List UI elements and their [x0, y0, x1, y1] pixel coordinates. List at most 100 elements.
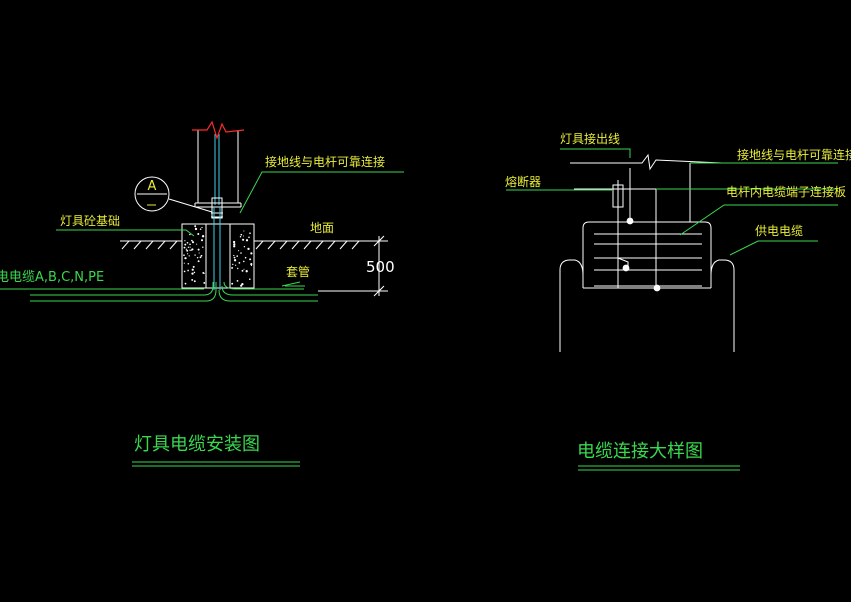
note-grounding-right: 接地线与电杆可靠连接 [737, 147, 851, 162]
concrete-stipple-dot [239, 235, 242, 238]
concrete-stipple-dot [238, 250, 240, 252]
concrete-stipple-dot [245, 270, 248, 273]
concrete-stipple-dot [243, 260, 245, 263]
concrete-stipple-dot [237, 267, 239, 270]
ground-hatch-mark [255, 240, 264, 250]
concrete-stipple-dot [194, 225, 197, 228]
concrete-stipple-dot [240, 233, 243, 236]
concrete-stipple-dot [238, 262, 241, 264]
concrete-stipple-dot [190, 249, 192, 251]
ground-hatch-mark [279, 240, 288, 250]
ground-line [120, 240, 362, 250]
concrete-stipple-dot [183, 246, 186, 249]
concrete-stipple-dot [249, 278, 251, 280]
concrete-stipple-dot [203, 281, 206, 284]
concrete-stipple-dot [200, 239, 204, 242]
ground-hatch-mark [315, 240, 324, 250]
concrete-stipple-dot [198, 252, 200, 254]
concrete-stipple-dot [250, 264, 253, 267]
concrete-stipple-dot [243, 268, 245, 270]
concrete-stipple-dot [196, 256, 199, 259]
concrete-stipple-dot [197, 232, 200, 236]
leader-lines [56, 171, 404, 287]
depth-dimension-text: 500 [366, 258, 395, 276]
concrete-stipple-dot [250, 252, 253, 255]
concrete-stipple-dot [189, 243, 191, 246]
left-title: 灯具电缆安装图 [134, 434, 260, 455]
concrete-stipple-dot [235, 264, 237, 266]
note-supply: 供电电缆 [755, 224, 803, 238]
concrete-foundation [181, 207, 255, 290]
concrete-stipple-dot [191, 278, 194, 281]
concrete-stipple-dot [241, 282, 244, 286]
concrete-stipple-dot [247, 247, 250, 251]
concrete-stipple-dot [191, 239, 193, 242]
ground-hatch-mark [291, 240, 300, 250]
concrete-stipple-dot [233, 256, 236, 259]
concrete-stipple-dot [233, 254, 235, 257]
concrete-stipple-dot [183, 262, 185, 264]
note-ground: 地面 [310, 221, 334, 235]
concrete-stipple-dot [188, 255, 190, 257]
ground-hatch-mark [339, 240, 348, 250]
ground-hatch-mark [303, 240, 312, 250]
ground-hatch-mark [121, 240, 130, 250]
concrete-stipple-dot [243, 246, 246, 248]
note-foundation: 灯具砼基础 [60, 214, 120, 228]
concrete-stipple-dot [192, 265, 195, 268]
concrete-stipple-dot [231, 266, 234, 269]
ground-hatch-mark [169, 240, 178, 250]
concrete-stipple-dot [199, 228, 202, 230]
concrete-stipple-dot [184, 240, 186, 242]
concrete-stipple-dot [201, 226, 203, 229]
concrete-stipple-dot [243, 230, 245, 232]
concrete-stipple-dot [187, 246, 190, 248]
concrete-stipple-dot [187, 269, 189, 272]
concrete-stipple-dot [185, 257, 187, 259]
section-marker-letter: A [148, 179, 157, 194]
pole-base-flange [194, 197, 242, 219]
concrete-stipple-dot [249, 258, 252, 261]
concrete-stipple-dot [191, 248, 194, 251]
concrete-stipple-dot [186, 241, 189, 244]
concrete-stipple-dot [250, 263, 253, 266]
concrete-stipple-dot [241, 269, 244, 272]
concrete-stipple-dot [196, 243, 198, 245]
concrete-stipple-dot [191, 241, 195, 244]
concrete-stipple-dot [197, 248, 200, 251]
note-terminal: 电杆内电缆端子连接板 [726, 184, 846, 199]
leader-lines-right [506, 148, 838, 256]
concrete-stipple-dot [249, 232, 251, 235]
concrete-stipple-dot [189, 246, 191, 248]
concrete-stipple-dot [200, 254, 203, 257]
break-line-right [570, 153, 723, 190]
concrete-stipple-dot [197, 260, 200, 263]
concrete-stipple-dot [186, 253, 189, 255]
concrete-stipple-dot [243, 235, 244, 237]
internal-wiring [594, 163, 702, 288]
pole-outline-right [559, 221, 735, 352]
concrete-stipple-dot [201, 235, 205, 238]
concrete-stipple-dot [189, 233, 191, 236]
concrete-stipple-dot [186, 249, 189, 252]
pole-inner-lines [214, 134, 220, 205]
concrete-stipple-dot [191, 268, 194, 271]
note-fuse: 熔断器 [505, 174, 541, 189]
break-line [192, 120, 245, 140]
concrete-stipple-dot [199, 256, 202, 259]
ground-hatch-mark [267, 240, 276, 250]
ground-hatch-mark [351, 240, 360, 250]
concrete-stipple-dot [184, 243, 187, 246]
concrete-stipple-dot [232, 240, 236, 244]
concrete-stipple-dot [189, 249, 191, 251]
concrete-stipple-dot [232, 263, 234, 266]
ground-hatch-mark [157, 240, 166, 250]
concrete-stipple-dot [193, 271, 196, 274]
concrete-stipple-dot [183, 270, 186, 273]
concrete-stipple-dot [187, 263, 190, 265]
concrete-stipple-dot [240, 252, 242, 254]
concrete-stipple-dot [184, 282, 187, 285]
terminal-nodes [622, 217, 661, 292]
concrete-stipple-dot [236, 255, 239, 257]
